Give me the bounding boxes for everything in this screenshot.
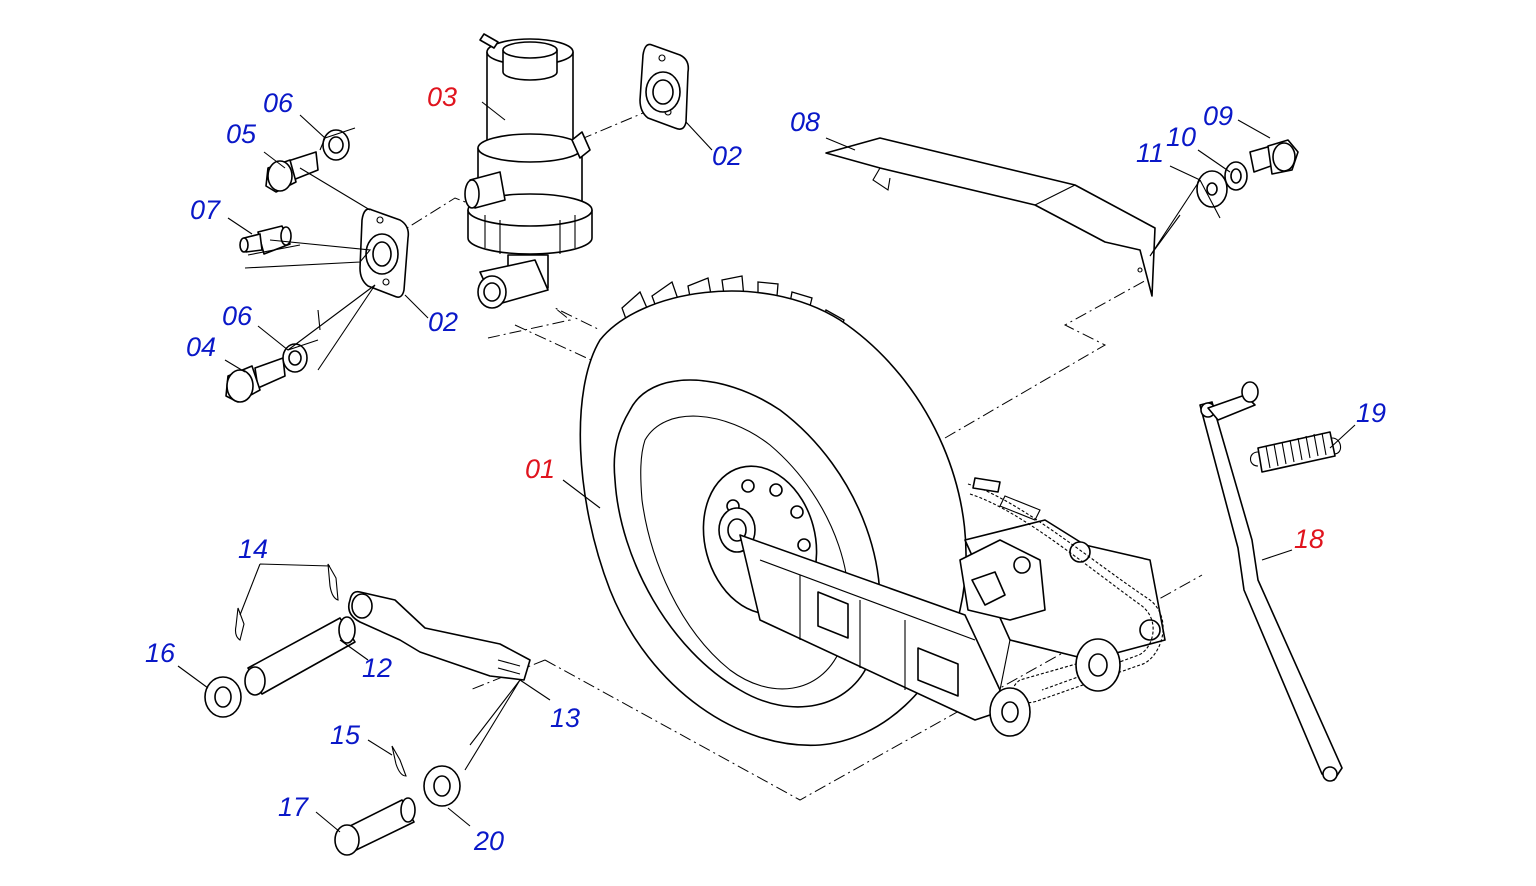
callout-18: 18 bbox=[1294, 524, 1324, 554]
washer-part-20 bbox=[423, 765, 461, 807]
callout-labels: 01 02 02 03 04 05 06 06 07 08 09 10 11 1… bbox=[145, 82, 1386, 856]
pin-part-12 bbox=[244, 616, 356, 696]
callout-09: 09 bbox=[1203, 101, 1233, 131]
swing-arm-frame bbox=[739, 519, 1166, 721]
callout-13: 13 bbox=[550, 703, 580, 733]
flange-bearing-part-02-upper bbox=[639, 43, 690, 130]
split-pins-part-14 bbox=[234, 563, 339, 641]
callout-03: 03 bbox=[427, 82, 457, 112]
callout-10: 10 bbox=[1166, 122, 1196, 152]
callout-06-lower: 06 bbox=[222, 301, 253, 331]
chain-guard-part-08 bbox=[825, 137, 1156, 297]
flange-bearing-part-02-left bbox=[359, 208, 410, 298]
callout-15: 15 bbox=[330, 720, 361, 750]
callout-14: 14 bbox=[238, 534, 268, 564]
washer-part-06-upper bbox=[322, 129, 350, 161]
callout-11: 11 bbox=[1136, 138, 1164, 168]
callout-16: 16 bbox=[145, 638, 176, 668]
callout-04: 04 bbox=[186, 332, 216, 362]
callout-08: 08 bbox=[790, 107, 820, 137]
clevis-pin-part-17 bbox=[334, 797, 416, 856]
lever-arm-part-18 bbox=[1199, 381, 1343, 782]
link-bar-part-13 bbox=[347, 590, 531, 681]
spring-washer-part-10 bbox=[1224, 161, 1248, 191]
washer-part-06-lower bbox=[282, 343, 308, 373]
split-pin-part-15 bbox=[391, 745, 407, 777]
callout-06-upper: 06 bbox=[263, 88, 294, 118]
callout-20: 20 bbox=[473, 826, 504, 856]
bolt-part-09 bbox=[1249, 139, 1299, 175]
callout-17: 17 bbox=[278, 792, 309, 822]
callout-19: 19 bbox=[1356, 398, 1386, 428]
leader-lines bbox=[177, 101, 1356, 833]
grease-nipple-part-07 bbox=[239, 225, 292, 255]
spring-part-19 bbox=[1249, 431, 1342, 473]
washer-part-11 bbox=[1196, 170, 1228, 208]
callout-05: 05 bbox=[226, 119, 257, 149]
callout-02-lower: 02 bbox=[428, 307, 458, 337]
callout-02-upper: 02 bbox=[712, 141, 742, 171]
callout-12: 12 bbox=[362, 653, 392, 683]
bolt-part-04 bbox=[225, 357, 286, 403]
hydraulic-cylinder-part-03 bbox=[464, 33, 593, 309]
washer-part-16 bbox=[204, 676, 242, 718]
callout-07: 07 bbox=[190, 195, 221, 225]
callout-01: 01 bbox=[525, 454, 555, 484]
bolt-part-05 bbox=[265, 151, 319, 193]
chain-drive bbox=[967, 477, 1164, 737]
